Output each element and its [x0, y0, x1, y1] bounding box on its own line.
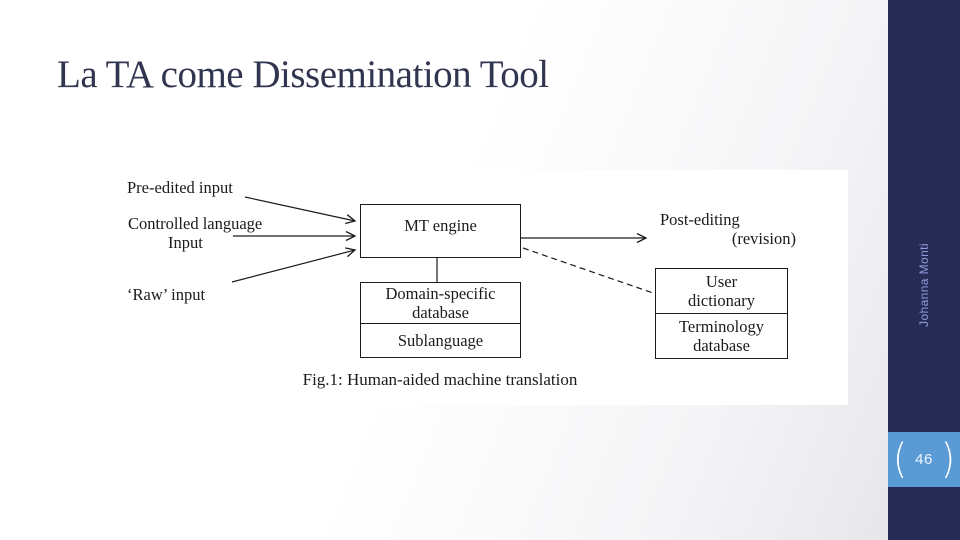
label-post-editing-line2: (revision): [731, 229, 796, 248]
terminology-line1: Terminology: [679, 317, 764, 336]
terminology-database-cell: Terminology database: [656, 314, 787, 358]
author-vertical-text: Johanna Monti: [917, 243, 931, 327]
page-number-badge: ( 46 ): [888, 432, 960, 487]
user-dictionary-box: User dictionary Terminology database: [655, 268, 788, 359]
slide-body: La TA come Dissemination Tool Pre-edited…: [0, 0, 888, 540]
sublanguage-cell: Sublanguage: [397, 331, 484, 350]
label-controlled-language-input: Controlled language Input: [128, 214, 262, 252]
slide-title: La TA come Dissemination Tool: [57, 53, 549, 96]
label-post-editing: Post-editing (revision): [660, 210, 796, 248]
domain-specific-database-cell: Domain-specific database: [361, 283, 520, 324]
user-dictionary-line1: User: [705, 272, 738, 291]
page-number: 46: [915, 451, 933, 468]
user-dictionary-cell: User dictionary: [656, 269, 787, 314]
mt-engine-label: MT engine: [404, 216, 477, 235]
domain-database-box: Domain-specific database Sublanguage: [360, 282, 521, 358]
left-paren-decoration: (: [893, 435, 908, 483]
arrow-raw-to-mt: [231, 250, 355, 283]
figure-caption: Fig.1: Human-aided machine translation: [302, 370, 578, 389]
user-dictionary-line2: dictionary: [688, 291, 755, 310]
mt-engine-box: MT engine: [360, 204, 521, 258]
domain-specific-line2: database: [412, 303, 469, 322]
domain-specific-line1: Domain-specific: [385, 284, 496, 303]
right-paren-decoration: ): [940, 435, 955, 483]
sidebar-rail: Johanna Monti ( 46 ): [888, 0, 960, 540]
arrow-pre-edited-to-mt: [244, 196, 355, 221]
terminology-line2: database: [693, 336, 750, 355]
label-controlled-language-line1: Controlled language: [128, 214, 263, 233]
label-controlled-language-line2: Input: [168, 233, 203, 252]
label-pre-edited-input: Pre-edited input: [127, 178, 233, 197]
dashed-connector-mt-to-user-dictionary: [522, 247, 654, 294]
figure-human-aided-mt: Pre-edited input Controlled language Inp…: [115, 170, 848, 405]
figure-connector-lines: [231, 196, 654, 294]
label-post-editing-line1: Post-editing: [660, 210, 740, 229]
label-raw-input: ‘Raw’ input: [127, 285, 206, 304]
